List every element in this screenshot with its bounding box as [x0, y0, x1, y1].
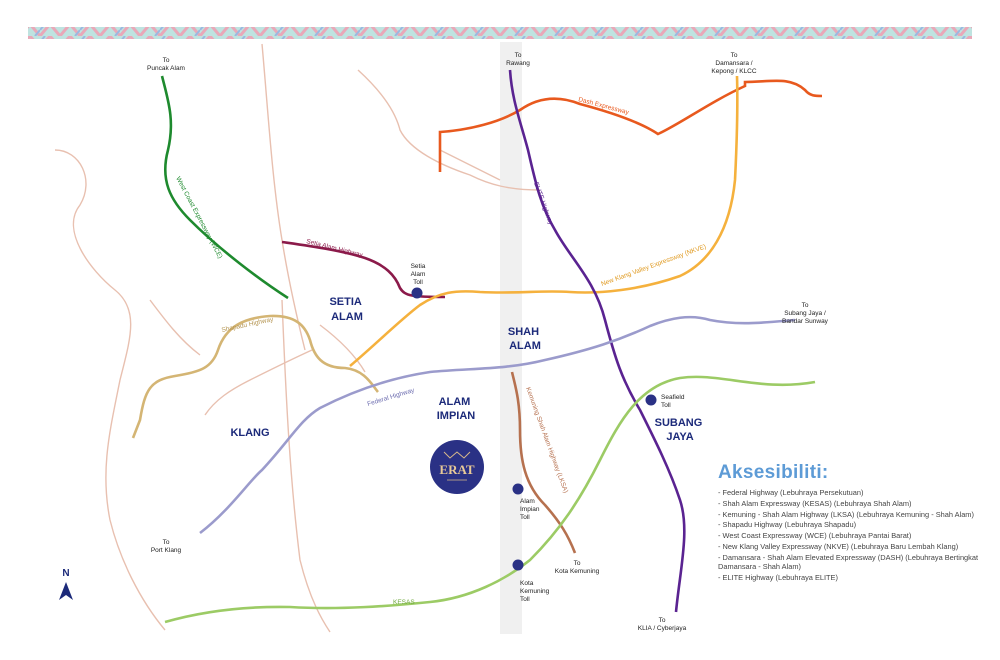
toll-marker-kota-kemuning — [512, 559, 524, 571]
svg-text:Puncak Alam: Puncak Alam — [147, 65, 185, 72]
svg-text:To: To — [574, 560, 581, 567]
svg-text:To: To — [515, 52, 522, 59]
svg-text:To: To — [731, 52, 738, 59]
svg-text:Subang Jaya /: Subang Jaya / — [784, 310, 826, 317]
toll-marker-seafield — [645, 394, 657, 406]
legend-item: - Shapadu Highway (Lebuhraya Shapadu) — [718, 520, 857, 530]
svg-text:Kemuning: Kemuning — [520, 588, 550, 595]
road-wce — [160, 75, 289, 300]
label-wce: West Coast Expressway (WCE) — [174, 176, 223, 260]
svg-text:To: To — [163, 57, 170, 64]
road-nkve — [349, 75, 739, 367]
page-fold-strip — [500, 42, 522, 634]
road-federal-highway — [199, 315, 796, 535]
destination-puncak-alam: To Puncak Alam — [147, 57, 185, 72]
toll-label-kota-kemuning: Kota Kemuning Toll — [520, 580, 550, 603]
decorative-pattern-band — [28, 27, 972, 39]
road-shapadu-highway — [131, 314, 380, 439]
legend-item: - Federal Highway (Lebuhraya Persekutuan… — [718, 488, 864, 497]
svg-text:Seafield: Seafield — [661, 394, 685, 401]
toll-marker-setia-alam — [411, 287, 423, 299]
legend-list: - Federal Highway (Lebuhraya Persekutuan… — [718, 488, 988, 582]
svg-text:Impian: Impian — [520, 506, 540, 513]
area-setia-alam: SETIA ALAM — [329, 296, 364, 323]
svg-text:Rawang: Rawang — [506, 60, 530, 67]
road-kesas — [164, 375, 816, 624]
svg-text:Alam: Alam — [520, 498, 535, 505]
toll-marker-alam-impian — [512, 483, 524, 495]
legend-item: - Shah Alam Expressway (KESAS) (Lebuhray… — [718, 498, 912, 508]
legend-item: - Damansara - Shah Alam Elevated Express… — [718, 552, 979, 571]
svg-text:KLIA / Cyberjaya: KLIA / Cyberjaya — [638, 625, 687, 632]
svg-text:To: To — [802, 302, 809, 309]
svg-text:Kota Kemuning: Kota Kemuning — [555, 568, 600, 575]
label-kesas: KESAS — [393, 599, 415, 606]
erat-logo: ERAT — [430, 440, 484, 494]
svg-text:Toll: Toll — [520, 514, 530, 521]
destination-port-klang: To Port Klang — [151, 539, 182, 554]
svg-text:To: To — [659, 617, 666, 624]
svg-text:Damansara /: Damansara / — [715, 60, 752, 67]
destination-damansara: To Damansara / Kepong / KLCC — [711, 52, 756, 75]
road-dash — [438, 79, 823, 172]
svg-text:Toll: Toll — [413, 279, 423, 286]
label-nkve: New Klang Valley Expressway (NKVE) — [600, 243, 707, 288]
road-setia-alam-highway — [281, 240, 446, 299]
svg-text:To: To — [163, 539, 170, 546]
area-klang: KLANG — [230, 427, 269, 439]
destination-rawang: To Rawang — [506, 52, 530, 67]
legend-title: Aksesibiliti: — [718, 462, 829, 483]
svg-text:Kepong / KLCC: Kepong / KLCC — [711, 68, 756, 75]
road-lksa — [510, 371, 577, 554]
area-subang-jaya: SUBANG JAYA — [655, 417, 706, 443]
legend-item: - ELITE Highway (Lebuhraya ELITE) — [718, 572, 838, 582]
accessibility-legend: Aksesibiliti: - Federal Highway (Lebuhra… — [718, 462, 988, 584]
legend-item: - New Klang Valley Expressway (NKVE) (Le… — [718, 541, 959, 551]
svg-text:Toll: Toll — [520, 596, 530, 603]
toll-label-seafield: Seafield Toll — [661, 394, 685, 409]
svg-text:Toll: Toll — [661, 402, 671, 409]
label-setia-alam-highway: Setia Alam Highway — [306, 238, 365, 259]
svg-text:Port Klang: Port Klang — [151, 547, 182, 554]
legend-item: - West Coast Expressway (WCE) (Lebuhraya… — [718, 531, 912, 541]
toll-label-setia-alam: Setia Alam Toll — [411, 263, 426, 286]
legend-item: - Kemuning - Shah Alam Highway (LKSA) (L… — [718, 509, 974, 519]
destination-klia: To KLIA / Cyberjaya — [638, 617, 687, 632]
svg-text:Alam: Alam — [411, 271, 426, 278]
minor-roads — [54, 43, 541, 633]
svg-text:Kota: Kota — [520, 580, 534, 587]
svg-text:N: N — [62, 568, 69, 579]
area-alam-impian: ALAM IMPIAN — [437, 396, 476, 422]
destination-subang: To Subang Jaya / Bandar Sunway — [782, 302, 829, 325]
road-elite — [508, 69, 686, 613]
label-elite: ELITE Highway — [532, 181, 554, 226]
svg-text:Bandar Sunway: Bandar Sunway — [782, 318, 829, 325]
svg-text:Setia: Setia — [411, 263, 426, 270]
destination-kota-kemuning: To Kota Kemuning — [555, 560, 600, 575]
label-federal-highway: Federal Highway — [367, 387, 416, 408]
svg-text:ERAT: ERAT — [439, 462, 474, 477]
toll-label-alam-impian: Alam Impian Toll — [520, 498, 540, 521]
north-arrow: N — [59, 568, 73, 600]
area-shah-alam: SHAH ALAM — [508, 326, 542, 352]
label-lksa: Kemuning Shah Alam Highway (LKSA) — [524, 386, 569, 494]
